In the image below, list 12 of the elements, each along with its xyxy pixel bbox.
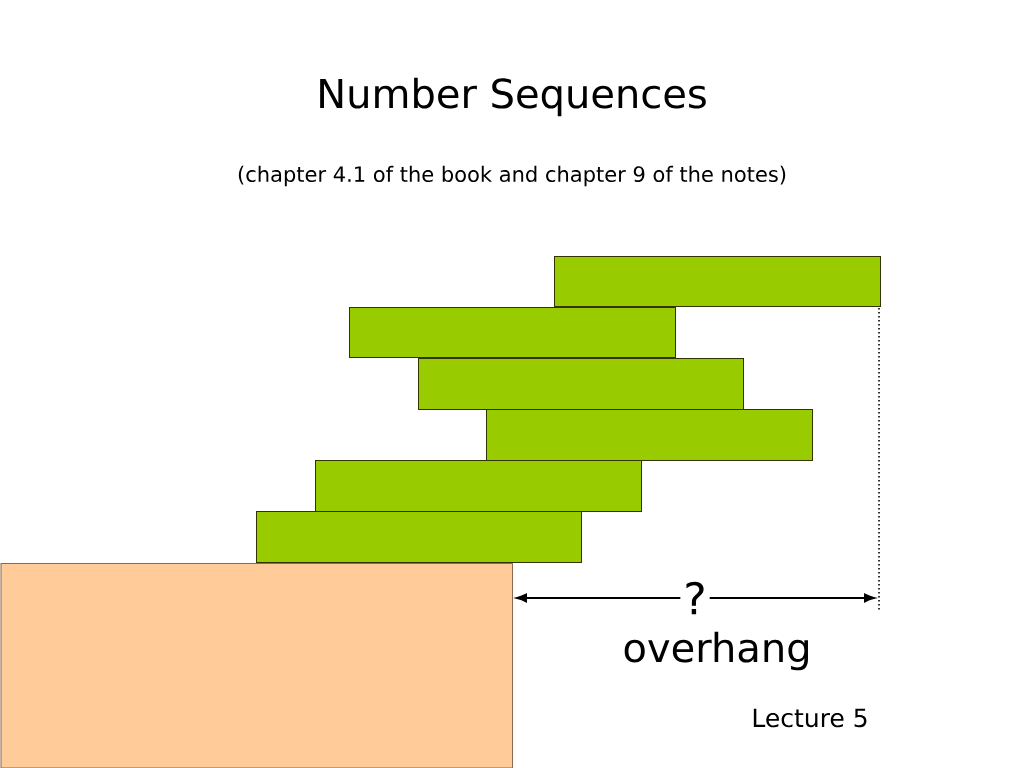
- subtitle: (chapter 4.1 of the book and chapter 9 of the notes): [238, 165, 786, 187]
- stacked-block: [418, 358, 744, 410]
- overhang-label: overhang: [624, 631, 808, 671]
- lecture-number: Lecture 5: [753, 708, 867, 728]
- stacked-block: [486, 409, 813, 461]
- table-block: [0, 563, 513, 768]
- question-mark-label: ?: [680, 578, 710, 618]
- stacked-block: [349, 307, 676, 358]
- stacked-block: [554, 256, 881, 307]
- stacked-block: [315, 460, 642, 512]
- stacked-block: [256, 511, 582, 563]
- title: Number Sequences: [320, 77, 706, 117]
